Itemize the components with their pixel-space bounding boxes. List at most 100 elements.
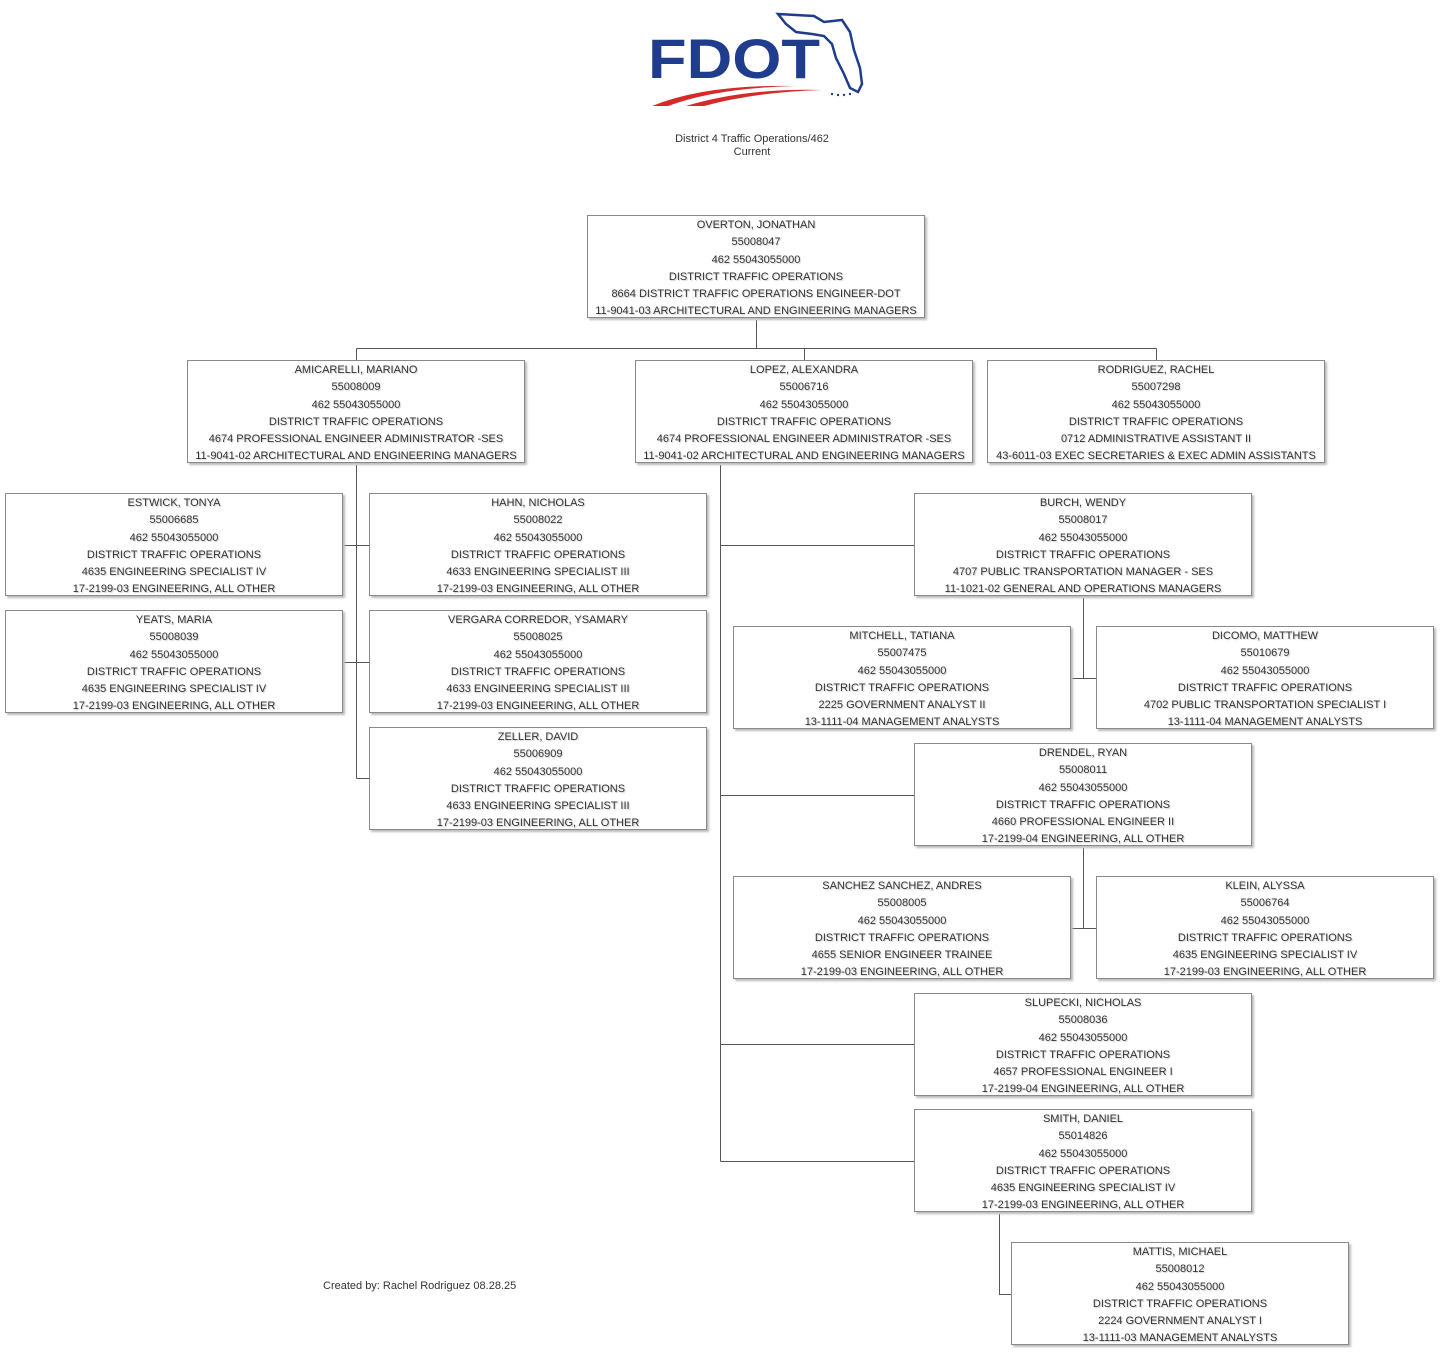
org-code: 462 55043055000 [493,648,583,661]
svg-text:FDOT: FDOT [648,27,820,90]
employee-name: SMITH, DANIEL [1042,1113,1124,1125]
soc-code: 17-2199-03 ENGINEERING, ALL OTHER [72,583,276,596]
org-code: 462 55043055000 [493,531,583,544]
employee-name: DRENDEL, RYAN [1038,747,1128,759]
soc-code: 17-2199-03 ENGINEERING, ALL OTHER [1163,966,1367,979]
class-title: 8664 DISTRICT TRAFFIC OPERATIONS ENGINEE… [611,288,901,301]
position-number: 55010679 [1240,647,1290,660]
class-title: 4633 ENGINEERING SPECIALIST III [446,566,630,579]
class-title: 4633 ENGINEERING SPECIALIST III [446,800,630,813]
position-number: 55008039 [149,631,199,644]
soc-code: 17-2199-03 ENGINEERING, ALL OTHER [436,700,640,713]
org-chart-node: SANCHEZ SANCHEZ, ANDRES 55008005 462 55043… [733,876,1071,979]
employee-name: ESTWICK, TONYA [127,497,221,509]
connector [356,320,1157,360]
unit-name: DISTRICT TRAFFIC OPERATIONS [995,798,1171,811]
unit-name: DISTRICT TRAFFIC OPERATIONS [86,548,262,561]
class-title: 4702 PUBLIC TRANSPORTATION SPECIALIST I [1143,699,1387,712]
position-number: 55008009 [331,381,381,394]
position-number: 55008005 [877,897,927,910]
org-code: 462 55043055000 [1135,1280,1225,1293]
position-number: 55014826 [1058,1130,1108,1143]
soc-code: 17-2199-03 ENGINEERING, ALL OTHER [72,700,276,713]
class-title: 4674 PROFESSIONAL ENGINEER ADMINISTRATOR… [208,433,504,446]
employee-name: SLUPECKI, NICHOLAS [1024,997,1142,1009]
class-title: 4707 PUBLIC TRANSPORTATION MANAGER - SES [952,566,1214,579]
chart-title: District 4 Traffic Operations/462 Curren… [552,133,952,159]
position-number: 55008047 [731,236,781,249]
org-code: 462 55043055000 [857,664,947,677]
unit-name: DISTRICT TRAFFIC OPERATIONS [814,681,990,694]
org-code: 462 55043055000 [1220,664,1310,677]
position-number: 55007475 [877,647,927,660]
employee-name: ZELLER, DAVID [497,731,579,743]
soc-code: 11-1021-02 GENERAL AND OPERATIONS MANAGE… [944,583,1222,596]
soc-code: 11-9041-02 ARCHITECTURAL AND ENGINEERING… [195,450,517,463]
class-title: 2224 GOVERNMENT ANALYST I [1098,1315,1262,1328]
unit-name: DISTRICT TRAFFIC OPERATIONS [1177,931,1353,944]
position-number: 55006716 [779,381,829,394]
soc-code: 17-2199-03 ENGINEERING, ALL OTHER [436,817,640,830]
connector [1071,848,1096,929]
employee-name: MITCHELL, TATIANA [849,630,955,642]
employee-name: MATTIS, MICHAEL [1132,1246,1228,1258]
unit-name: DISTRICT TRAFFIC OPERATIONS [1068,415,1244,428]
soc-code: 43-6011-03 EXEC SECRETARIES & EXEC ADMIN… [996,450,1316,463]
position-number: 55006909 [513,748,563,761]
unit-name: DISTRICT TRAFFIC OPERATIONS [1177,681,1353,694]
soc-code: 13-1111-04 MANAGEMENT ANALYSTS [804,716,1000,729]
org-code: 462 55043055000 [711,253,801,266]
org-code: 462 55043055000 [129,531,219,544]
position-number: 55008036 [1058,1014,1108,1027]
org-code: 462 55043055000 [759,398,849,411]
employee-name: RODRIGUEZ, RACHEL [1097,364,1215,376]
chart-subtitle: Current [733,146,771,158]
org-chart-node: OVERTON, JONATHAN 55008047 462 55043055000… [587,215,925,318]
unit-name: DISTRICT TRAFFIC OPERATIONS [995,1048,1171,1061]
org-code: 462 55043055000 [1038,1147,1128,1160]
org-code: 462 55043055000 [129,648,219,661]
employee-name: KLEIN, ALYSSA [1225,880,1305,892]
employee-name: SANCHEZ SANCHEZ, ANDRES [822,880,982,892]
position-number: 55008025 [513,631,563,644]
class-title: 4635 ENGINEERING SPECIALIST IV [1172,949,1358,962]
org-code: 462 55043055000 [1111,398,1201,411]
position-number: 55006764 [1240,897,1290,910]
unit-name: DISTRICT TRAFFIC OPERATIONS [995,548,1171,561]
unit-name: DISTRICT TRAFFIC OPERATIONS [716,415,892,428]
soc-code: 11-9041-02 ARCHITECTURAL AND ENGINEERING… [643,450,965,463]
soc-code: 13-1111-03 MANAGEMENT ANALYSTS [1082,1332,1278,1345]
class-title: 4655 SENIOR ENGINEER TRAINEE [811,949,993,962]
soc-code: 17-2199-03 ENGINEERING, ALL OTHER [800,966,1004,979]
class-title: 4635 ENGINEERING SPECIALIST IV [81,683,267,696]
employee-name: OVERTON, JONATHAN [696,219,816,231]
org-chart-node: MITCHELL, TATIANA 55007475 462 55043055000… [733,626,1071,729]
chart-title-text: District 4 Traffic Operations/462 [675,133,829,145]
employee-name: AMICARELLI, MARIANO [294,364,418,376]
soc-code: 17-2199-04 ENGINEERING, ALL OTHER [981,1083,1185,1096]
soc-code: 13-1111-04 MANAGEMENT ANALYSTS [1167,716,1363,729]
created-by-note: Created by: Rachel Rodriguez 08.28.25 [323,1280,517,1292]
org-code: 462 55043055000 [493,765,583,778]
unit-name: DISTRICT TRAFFIC OPERATIONS [1092,1297,1268,1310]
position-number: 55006685 [149,514,199,527]
unit-name: DISTRICT TRAFFIC OPERATIONS [268,415,444,428]
unit-name: DISTRICT TRAFFIC OPERATIONS [668,270,844,283]
employee-name: DICOMO, MATTHEW [1211,630,1319,642]
soc-code: 17-2199-03 ENGINEERING, ALL OTHER [981,1199,1185,1212]
org-code: 462 55043055000 [857,914,947,927]
soc-code: 11-9041-03 ARCHITECTURAL AND ENGINEERING… [595,305,917,318]
position-number: 55008012 [1155,1263,1205,1276]
employee-name: YEATS, MARIA [135,614,213,626]
